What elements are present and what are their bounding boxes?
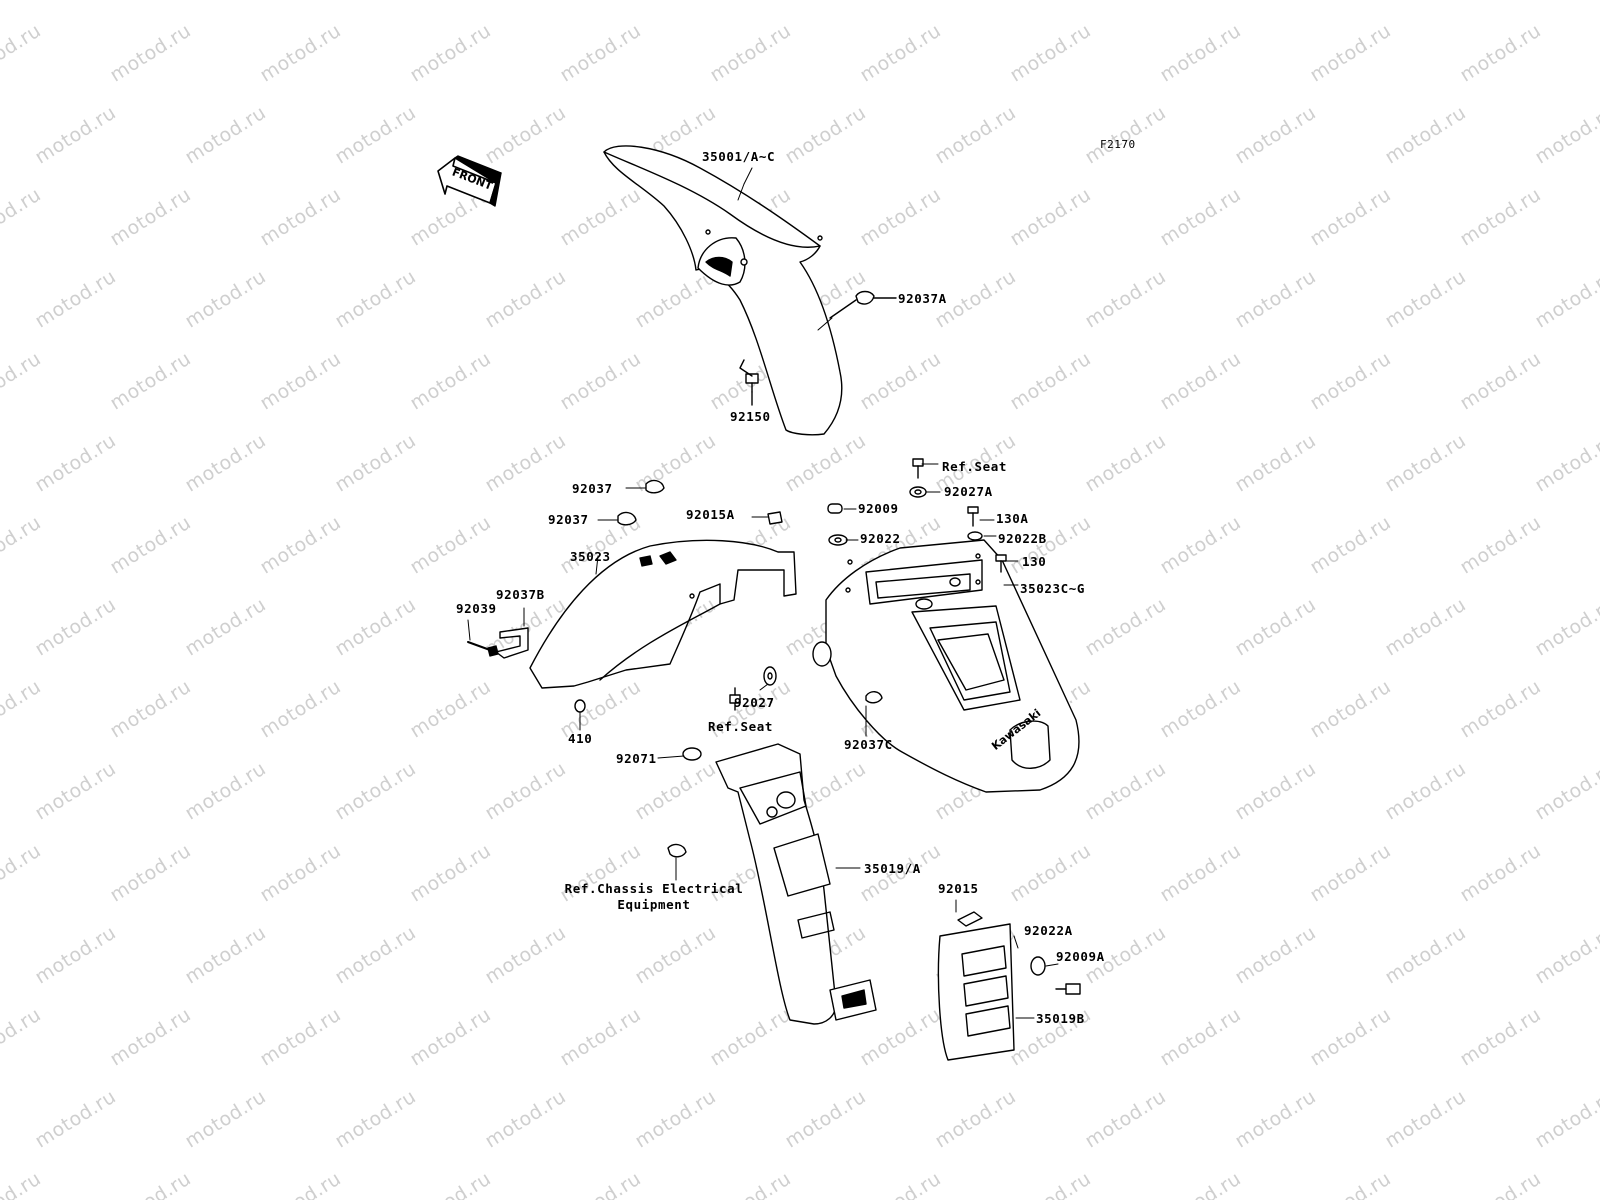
callout-410: 410: [568, 731, 593, 746]
grommet-410: [574, 699, 586, 713]
callout-35023C-G: 35023C~G: [1020, 581, 1086, 596]
callout-92027: 92027: [734, 695, 775, 710]
clips-92037: [617, 479, 783, 526]
rear-fender: Kawasaki: [812, 539, 1080, 793]
callout-ref-seat-mid: Ref.Seat: [708, 719, 774, 734]
callout-130A: 130A: [996, 511, 1029, 526]
callout-35023: 35023: [570, 549, 611, 564]
bracket-92037B: [467, 627, 529, 659]
washer-92027: [729, 666, 883, 711]
callout-92037C: 92037C: [844, 737, 893, 752]
callout-ref-chassis-line2: Equipment: [617, 897, 691, 912]
callout-92022: 92022: [860, 531, 901, 546]
reflector-plate-35019B: [937, 911, 1081, 1061]
callout-92022A: 92022A: [1024, 923, 1073, 938]
callout-ref-chassis-line1: Ref.Chassis Electrical: [564, 881, 744, 896]
rear-fender-hardware: [827, 458, 1007, 573]
front-arrow: FRONT: [437, 155, 502, 207]
callout-92015A: 92015A: [686, 507, 735, 522]
callout-92037B: 92037B: [496, 587, 545, 602]
figure-code: F2170: [1100, 138, 1136, 151]
callout-92150: 92150: [730, 409, 771, 424]
callout-92071: 92071: [616, 751, 657, 766]
callout-92037-upper: 92037: [572, 481, 613, 496]
callout-130: 130: [1022, 554, 1047, 569]
callout-35019A: 35019/A: [864, 861, 921, 876]
leader-lines: [467, 167, 1059, 1019]
callout-92022B: 92022B: [998, 531, 1047, 546]
callout-92009: 92009: [858, 501, 899, 516]
front-fender: [603, 145, 843, 436]
license-bracket-35019A: [667, 743, 877, 1025]
callout-92037-lower: 92037: [548, 512, 589, 527]
callout-92037A: 92037A: [898, 291, 947, 306]
callout-92009A: 92009A: [1056, 949, 1105, 964]
callout-92015: 92015: [938, 881, 979, 896]
callout-92039: 92039: [456, 601, 497, 616]
callout-ref-seat-top: Ref.Seat: [942, 459, 1008, 474]
callout-35019B: 35019B: [1036, 1011, 1085, 1026]
inner-fender-35023: [529, 539, 797, 689]
bolt-92150: [739, 359, 759, 406]
callout-35001: 35001/A~C: [702, 149, 776, 164]
callout-92027A: 92027A: [944, 484, 993, 499]
clip-92037A: [829, 290, 897, 319]
